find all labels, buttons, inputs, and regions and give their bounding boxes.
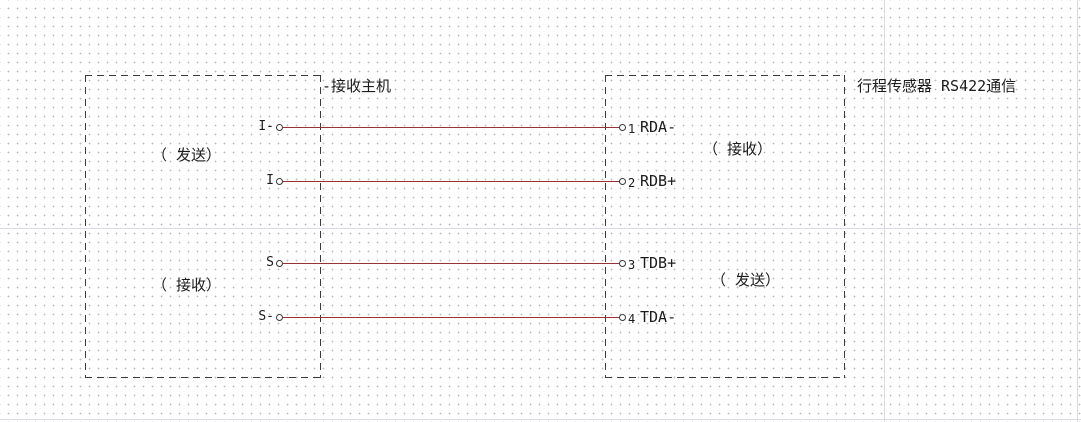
right-pin-number: 2	[628, 176, 636, 190]
wire	[283, 127, 620, 128]
sensor-title: 行程传感器 RS422通信	[857, 77, 1017, 95]
right-pin-label: RDB+	[640, 172, 677, 190]
left-terminal-circle	[276, 314, 283, 321]
host-send-label: （ 发送）	[152, 146, 222, 164]
box-border-top	[605, 75, 845, 76]
host-receive-label: （ 接收）	[152, 276, 222, 294]
right-terminal-circle	[619, 260, 626, 267]
left-pin-label: S	[266, 255, 274, 270]
box-border-right	[844, 75, 845, 378]
box-border-top	[85, 75, 321, 76]
right-pin-label: TDA-	[640, 308, 677, 326]
left-pin-label: I-	[258, 119, 274, 134]
right-terminal-circle	[619, 314, 626, 321]
right-pin-number: 1	[628, 122, 636, 136]
right-pin-number: 4	[628, 312, 636, 326]
box-border-bottom	[605, 377, 845, 378]
wire	[283, 181, 620, 182]
right-pin-label: TDB+	[640, 254, 677, 272]
right-pin-label: RDA-	[640, 118, 677, 136]
right-pin-number: 3	[628, 258, 636, 272]
receiver-host-title: -接收主机	[322, 77, 392, 95]
box-border-bottom	[85, 377, 321, 378]
left-terminal-circle	[276, 124, 283, 131]
left-terminal-circle	[276, 178, 283, 185]
right-terminal-circle	[619, 124, 626, 131]
box-border-left	[605, 75, 606, 378]
left-pin-label: I	[266, 173, 274, 188]
grid-major-vline	[1077, 0, 1078, 422]
sensor-receive-label: （ 接收）	[703, 140, 773, 158]
right-terminal-circle	[619, 178, 626, 185]
sensor-box	[605, 75, 845, 378]
wire	[283, 263, 620, 264]
grid-major-hline	[0, 419, 1081, 420]
grid-major-vline	[884, 0, 885, 422]
box-border-left	[85, 75, 86, 378]
box-border-right	[320, 75, 321, 378]
wire	[283, 317, 620, 318]
sensor-send-label: （ 发送）	[711, 271, 781, 289]
grid-major-hline	[0, 228, 1081, 229]
left-pin-label: S-	[258, 309, 274, 324]
receiver-host-box	[85, 75, 321, 378]
left-terminal-circle	[276, 260, 283, 267]
